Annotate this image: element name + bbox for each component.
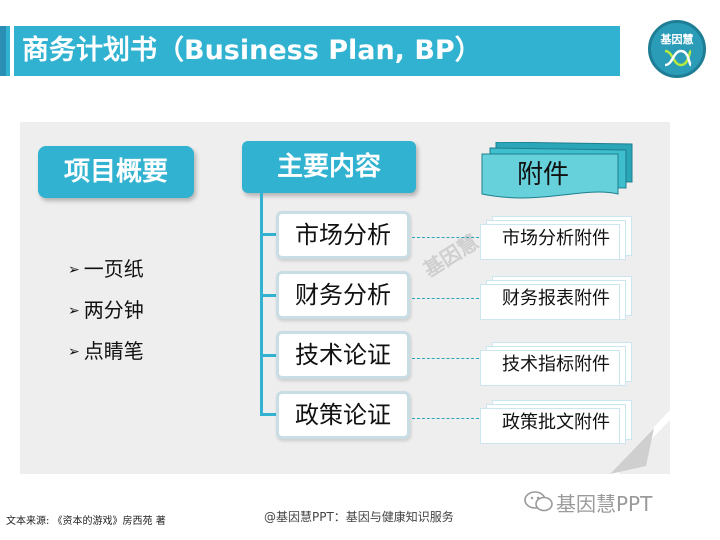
attachment-item: 技术指标附件: [480, 342, 632, 386]
tree-connector: [260, 193, 263, 415]
attachment-item: 财务报表附件: [480, 276, 632, 320]
attachments-heading: 附件: [516, 160, 569, 190]
footer-brand: 基因慧PPT: [556, 492, 653, 516]
overview-bullets: ➢一页纸 ➢两分钟 ➢点睛笔: [68, 254, 144, 377]
attachment-item: 市场分析附件: [480, 216, 632, 260]
content-item-market: 市场分析: [276, 211, 410, 259]
attachment-label: 政策批文附件: [502, 412, 610, 433]
source-note: 文本来源: 《资本的游戏》房西苑 著: [6, 516, 166, 527]
attachment-label: 技术指标附件: [502, 354, 610, 375]
dashed-connector: [412, 418, 484, 419]
main-content-heading: 主要内容: [242, 141, 416, 193]
dashed-connector: [412, 237, 484, 238]
content-item-policy: 政策论证: [276, 391, 410, 439]
wechat-icon: [524, 491, 553, 512]
tree-connector: [260, 354, 278, 357]
content-item-technology: 技术论证: [276, 331, 410, 379]
dna-icon: [664, 49, 693, 67]
bullet-arrow-icon: ➢: [68, 262, 80, 278]
title-stripe: [10, 26, 14, 76]
bullet-arrow-icon: ➢: [68, 303, 80, 319]
tree-connector: [260, 294, 278, 297]
tree-connector: [260, 233, 278, 236]
bullet-item: ➢两分钟: [68, 298, 144, 322]
title-stripe: [0, 26, 6, 76]
dashed-connector: [412, 358, 484, 359]
logo-text: 基因慧: [660, 33, 694, 46]
bullet-item: ➢点睛笔: [68, 339, 144, 363]
page-curl: [610, 410, 670, 474]
attachment-label: 市场分析附件: [502, 228, 610, 249]
attachment-stack-icon: [481, 142, 633, 199]
bullet-arrow-icon: ➢: [68, 344, 80, 360]
page-title: 商务计划书（Business Plan, BP）: [22, 35, 482, 66]
title-bar: [0, 26, 620, 76]
footer-credit: @基因慧PPT：基因与健康知识服务: [264, 510, 454, 524]
bullet-item: ➢一页纸: [68, 257, 144, 281]
logo: 基因慧: [648, 20, 706, 78]
attachment-label: 财务报表附件: [502, 288, 610, 309]
tree-connector: [260, 413, 278, 416]
content-item-finance: 财务分析: [276, 271, 410, 319]
dashed-connector: [412, 298, 484, 299]
overview-heading: 项目概要: [38, 146, 194, 198]
attachment-item: 政策批文附件: [480, 400, 632, 444]
